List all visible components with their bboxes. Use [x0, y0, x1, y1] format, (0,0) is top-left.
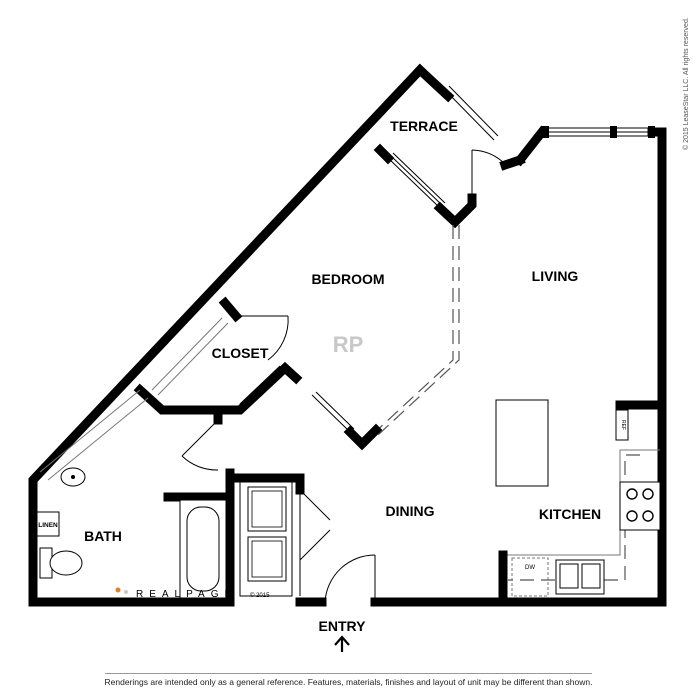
refrigerator: REF: [615, 409, 629, 441]
kitchen-sink: [555, 559, 605, 595]
dishwasher-label: DW: [525, 565, 535, 571]
closet-walls: [133, 296, 303, 415]
bedroom-living-partition: [371, 225, 460, 436]
bath-vanity: [39, 389, 149, 487]
copyright-notice: © 2015 LeaseStar LLC. All rights reserve…: [683, 17, 690, 150]
room-label-bedroom: BEDROOM: [311, 271, 384, 287]
linen-cabinet: [36, 511, 60, 537]
room-label-dining: DINING: [386, 503, 435, 519]
terrace-door: [471, 149, 507, 198]
watermark-year: © 2015: [250, 592, 270, 599]
room-label-linen: LINEN: [38, 522, 58, 529]
room-label-living: LIVING: [532, 268, 579, 284]
living-window: [542, 126, 655, 138]
entry-arrow-icon: [334, 635, 350, 652]
closet-shelf: [151, 317, 229, 396]
stove: [619, 481, 661, 531]
refrigerator-label: REF: [620, 420, 626, 430]
bath-walls: [163, 407, 305, 607]
laundry-closet: [239, 481, 331, 597]
watermark: RP REALPAGE © 2015: [115, 332, 364, 600]
entry-label: ENTRY: [319, 618, 367, 634]
terrace-railing: [444, 85, 499, 141]
room-label-closet: CLOSET: [212, 345, 269, 361]
terrace-walls: [373, 143, 526, 229]
room-label-bath: BATH: [84, 528, 122, 544]
bedroom-door: [311, 391, 355, 433]
kitchen-island: [495, 399, 549, 487]
bathtub: [179, 499, 227, 599]
bedroom-terrace-window: [387, 152, 446, 209]
watermark-brand: REALPAGE: [136, 589, 237, 600]
bath-door: [181, 419, 219, 471]
footer-divider: [105, 673, 592, 674]
closet-door: [236, 315, 289, 405]
room-label-terrace: TERRACE: [390, 118, 458, 134]
toilet: [39, 547, 83, 579]
dishwasher: DW: [511, 557, 549, 597]
entry-door: [324, 554, 376, 603]
svg-text:RP: RP: [333, 332, 364, 357]
bedroom-wall-stub: [343, 423, 383, 451]
room-label-kitchen: KITCHEN: [539, 506, 601, 522]
disclaimer-note: Renderings are intended only as a genera…: [104, 677, 593, 687]
